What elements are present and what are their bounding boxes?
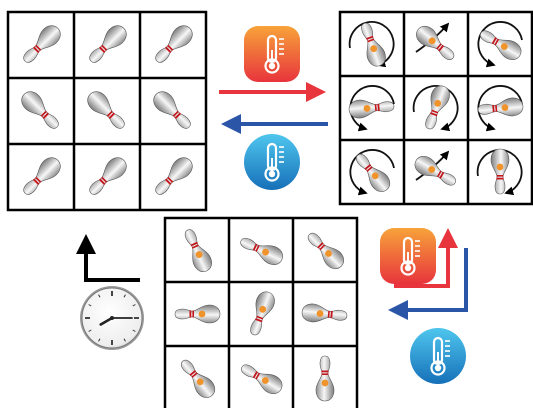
bowling-pin-icon [155,25,193,63]
bowling-pin-icon [240,237,283,265]
grid-cell [412,85,459,132]
grid-cell [414,150,456,186]
marker-dot [195,251,203,258]
rotation-arrow [477,21,523,68]
grid-cell [155,25,193,63]
bowling-pin-icon [480,30,522,61]
grid-cell [307,232,345,270]
marker-dot [370,45,378,53]
reheat-arrow [394,228,458,288]
rotation-arrow [476,149,523,196]
grid-cell [301,303,348,323]
bowling-pin-icon [425,85,450,130]
bowling-pin-icon [315,355,335,402]
grid-cell [240,237,283,265]
marker-dot [196,378,204,386]
bowling-pin-icon [250,291,275,336]
bowling-pin-icon [414,155,456,186]
recool-arrow [388,248,468,320]
marker-dot [428,166,436,173]
marker-dot [496,163,504,171]
marker-dot [321,379,329,387]
marker-dot [198,310,206,318]
rotation-arrow [349,85,395,132]
grid-cell [153,91,191,129]
bowling-pin-icon [301,303,348,323]
grid-cell [477,21,523,68]
bowling-pin-icon [416,25,455,61]
marker-dot [428,37,436,45]
marker-dot [434,99,442,107]
hot-thermometer-icon [380,228,436,284]
marker-dot [501,104,509,111]
aged-random-pins-grid [163,216,359,408]
grid-cell [89,157,127,195]
marker-dot [500,43,508,50]
grid-cell [180,359,216,398]
grid-cell [348,85,395,132]
grid-cell [415,22,455,61]
rotation-arrow [477,85,523,132]
grid-cell [155,157,193,195]
bowling-pin-icon [89,25,127,63]
grid-cell [21,91,59,129]
grid-cell [241,364,283,395]
marker-dot [363,105,371,112]
clock-icon [80,286,144,350]
marker-dot [261,377,269,384]
grid-cell [184,229,212,272]
bowling-pin-icon [348,99,395,119]
bowling-pin-icon [23,157,61,195]
marker-dot [371,172,379,180]
marker-dot [316,310,324,317]
cold-thermometer-icon [244,134,300,190]
bowling-pin-icon [184,229,212,272]
bowling-pin-icon [180,359,216,398]
bowling-pin-icon [21,91,59,129]
grid-cell [476,148,523,196]
bowling-pin-icon [153,91,191,129]
grid-cell [174,304,221,324]
marker-dot [262,248,269,256]
bowling-pin-icon [155,157,193,195]
disordered-rotating-pins-grid [338,10,533,206]
grid-cell [348,21,395,68]
bowling-pin-icon [490,148,510,195]
grid-cell [250,291,275,336]
bowling-pin-icon [477,97,524,117]
grid-cell [23,25,61,63]
marker-dot [259,305,267,313]
rotation-arrow [348,21,395,68]
bowling-pin-icon [89,157,127,195]
bowling-pin-icon [355,153,391,192]
grid-cell [87,91,125,129]
grid-cell [477,85,524,132]
time-axes [76,234,140,282]
bowling-pin-icon [23,25,61,63]
grid-cell [315,355,335,402]
grid-cell [89,25,127,63]
grid-cell [23,157,61,195]
bowling-pin-icon [307,232,345,270]
bowling-pin-icon [241,364,283,395]
cold-thermometer-icon [410,328,466,384]
bowling-pin-icon [361,22,386,67]
marker-dot [325,250,332,257]
grid-cell [349,149,395,196]
bowling-pin-icon [87,91,125,129]
ordered-pins-grid [6,10,208,212]
bowling-pin-icon [174,304,221,324]
hot-thermometer-icon [244,26,300,82]
